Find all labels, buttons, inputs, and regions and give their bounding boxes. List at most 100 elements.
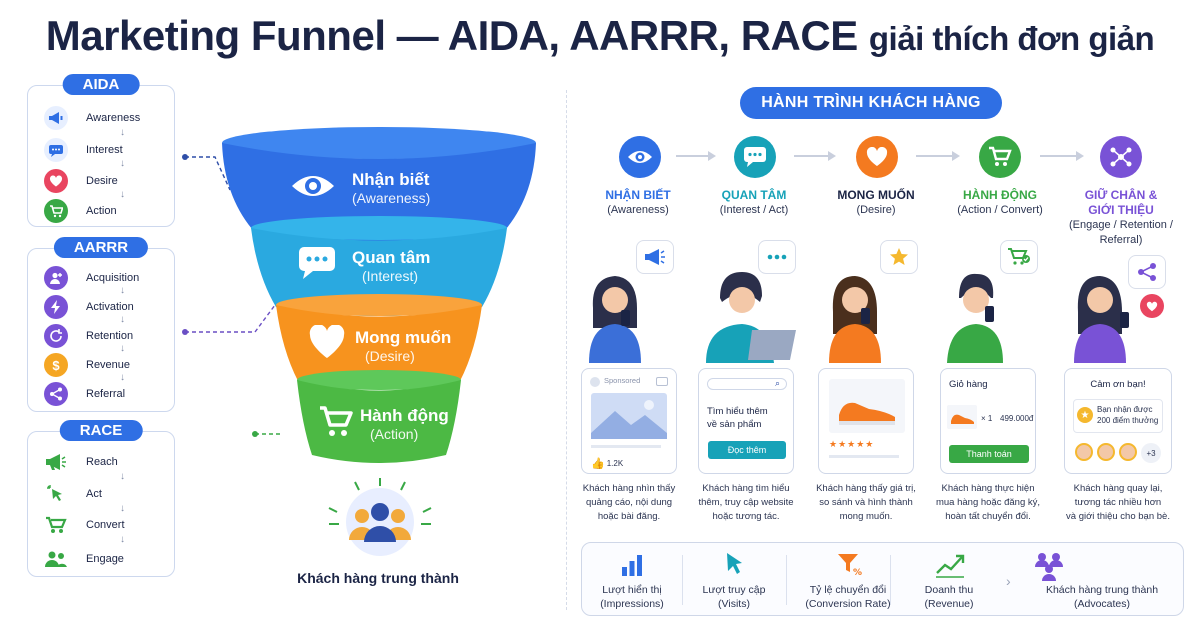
refresh-icon <box>44 324 68 348</box>
card-sponsored-post: Sponsored 👍 1.2K <box>581 368 677 474</box>
more-friends-badge: +3 <box>1141 443 1161 463</box>
stage-title-retention-2: GIỚI THIỆU <box>1088 203 1154 217</box>
arrow-down-icon: ↓ <box>120 343 125 354</box>
aarrr-label-acquisition: Acquisition <box>86 272 140 284</box>
aarrr-item-revenue: $ Revenue <box>44 353 130 377</box>
add-user-icon <box>44 266 68 290</box>
metric-label: Khách hàng trung thành (Advocates) <box>1022 583 1182 611</box>
bar-chart-icon <box>622 555 642 576</box>
shoe-illustration <box>829 379 905 433</box>
thumbs-up-icon: 👍 <box>591 458 605 470</box>
arrow-down-icon: ↓ <box>120 314 125 325</box>
title-main: Marketing Funnel — AIDA, AARRR, RACE <box>45 12 858 59</box>
aida-panel: AIDA Awareness ↓ Interest ↓ Desire ↓ Act… <box>27 74 175 227</box>
share-icon <box>1128 255 1166 289</box>
text-line <box>591 445 661 448</box>
metric-conversion-rate: % Tỷ lệ chuyển đổi (Conversion Rate) <box>786 543 910 617</box>
arrow-down-icon: ↓ <box>120 127 125 138</box>
stage-sub-awareness: (Awareness) <box>607 204 669 216</box>
likes-value: 1.2K <box>606 459 624 468</box>
read-more-button[interactable]: Đọc thêm <box>708 441 786 459</box>
share-icon <box>44 382 68 406</box>
aida-item-interest: Interest <box>44 138 123 162</box>
image-icon <box>656 377 668 386</box>
desc-line: so sánh và hình thành <box>819 497 913 508</box>
race-item-reach: Reach <box>44 450 118 474</box>
stage-sub-retention: (Engage / Retention / <box>1069 219 1173 231</box>
funnel-label: Nhận biết <box>352 170 430 189</box>
funnel-sub: (Desire) <box>365 348 415 364</box>
arrow-down-icon: ↓ <box>120 189 125 200</box>
funnel-stage-interest: Quan tâm (Interest) <box>352 248 430 284</box>
cursor-icon <box>727 553 742 574</box>
stage-description: Khách hàng nhìn thấy quảng cáo, nội dung… <box>573 482 685 524</box>
trend-up-icon <box>936 554 965 578</box>
stage-title-desire: MONG MUỐN <box>837 188 915 202</box>
card-product: ★★★★★ <box>818 368 914 474</box>
megaphone-icon <box>44 450 68 474</box>
desc-line: mong muốn. <box>839 511 893 522</box>
aida-label-desire: Desire <box>86 175 118 187</box>
metrics-bar: Lượt hiển thị (Impressions) Lượt truy cậ… <box>581 542 1184 616</box>
desc-line: quảng cáo, nội dung <box>585 497 673 508</box>
users-icon <box>44 547 68 571</box>
svg-text:%: % <box>853 568 862 577</box>
stage-sub-interest: (Interest / Act) <box>719 204 789 216</box>
card-reward: Cảm ơn bạn! ★ Bạn nhận được 200 điểm thư… <box>1064 368 1172 474</box>
cart-price: 499.000đ <box>1000 414 1034 423</box>
divider <box>890 555 891 605</box>
search-icon: ⌕ <box>775 378 781 388</box>
stage-sub-retention-2: Referral) <box>1099 234 1143 246</box>
heart-icon <box>856 136 898 178</box>
person-illustration <box>589 276 641 363</box>
funnel-label: Mong muốn <box>355 328 452 347</box>
funnel-sub: (Awareness) <box>352 190 431 206</box>
stage-sub-action: (Action / Convert) <box>957 204 1043 216</box>
image-placeholder <box>591 393 667 439</box>
metric-visits: Lượt truy cập (Visits) <box>682 543 786 617</box>
race-panel-title: RACE <box>59 420 143 441</box>
metric-title: Tỷ lệ chuyển đổi <box>809 584 887 596</box>
race-label-engage: Engage <box>86 553 124 565</box>
rating-stars-icon: ★★★★★ <box>829 439 875 449</box>
aarrr-panel: AARRR Acquisition ↓ Activation ↓ Retenti… <box>27 237 175 412</box>
metric-label: Lượt hiển thị (Impressions) <box>582 583 682 611</box>
race-label-reach: Reach <box>86 456 118 468</box>
metric-impressions: Lượt hiển thị (Impressions) <box>582 543 682 617</box>
arrow-down-icon: ↓ <box>120 534 125 545</box>
thanks-label: Cảm ơn bạn! <box>1090 379 1146 390</box>
aarrr-label-activation: Activation <box>86 301 134 313</box>
divider <box>786 555 787 605</box>
heart-icon <box>1140 294 1164 318</box>
race-panel: RACE Reach ↓ Act ↓ Convert ↓ Engage <box>27 420 175 577</box>
aarrr-item-retention: Retention <box>44 324 133 348</box>
chat-icon <box>299 247 335 279</box>
funnel-sub: (Interest) <box>362 268 419 284</box>
stage-title-retention: GIỮ CHÂN & <box>1084 188 1158 202</box>
cart-icon <box>44 199 68 223</box>
desc-line: mua hàng hoặc đăng ký, <box>935 497 1041 508</box>
aarrr-item-activation: Activation <box>44 295 134 319</box>
stage-sub-desire: (Desire) <box>856 204 896 216</box>
metric-sub: (Visits) <box>718 598 750 610</box>
stage-title-action: HÀNH ĐỘNG <box>963 188 1037 202</box>
stage-description: Khách hàng quay lại, tương tác nhiều hơn… <box>1062 482 1174 524</box>
share-icon <box>1100 136 1142 178</box>
cart-icon <box>979 136 1021 178</box>
arrow-down-icon: ↓ <box>120 285 125 296</box>
arrow-down-icon: ↓ <box>120 471 125 482</box>
lightning-icon <box>44 295 68 319</box>
star-icon <box>880 240 918 274</box>
checkout-button[interactable]: Thanh toán <box>949 445 1029 463</box>
metric-sub: (Revenue) <box>924 598 974 610</box>
journey-title: HÀNH TRÌNH KHÁCH HÀNG <box>740 87 1002 119</box>
users-network-icon <box>1035 553 1063 581</box>
search-input[interactable] <box>707 378 787 390</box>
megaphone-icon <box>636 240 674 274</box>
cart-title: Giỏ hàng <box>949 379 988 390</box>
race-label-convert: Convert <box>86 519 125 531</box>
desc-line: thêm, truy cập website <box>698 497 794 508</box>
reward-line: Bạn nhận được <box>1097 405 1153 414</box>
arrow-right-icon <box>916 151 960 161</box>
cart-icon <box>320 406 353 436</box>
